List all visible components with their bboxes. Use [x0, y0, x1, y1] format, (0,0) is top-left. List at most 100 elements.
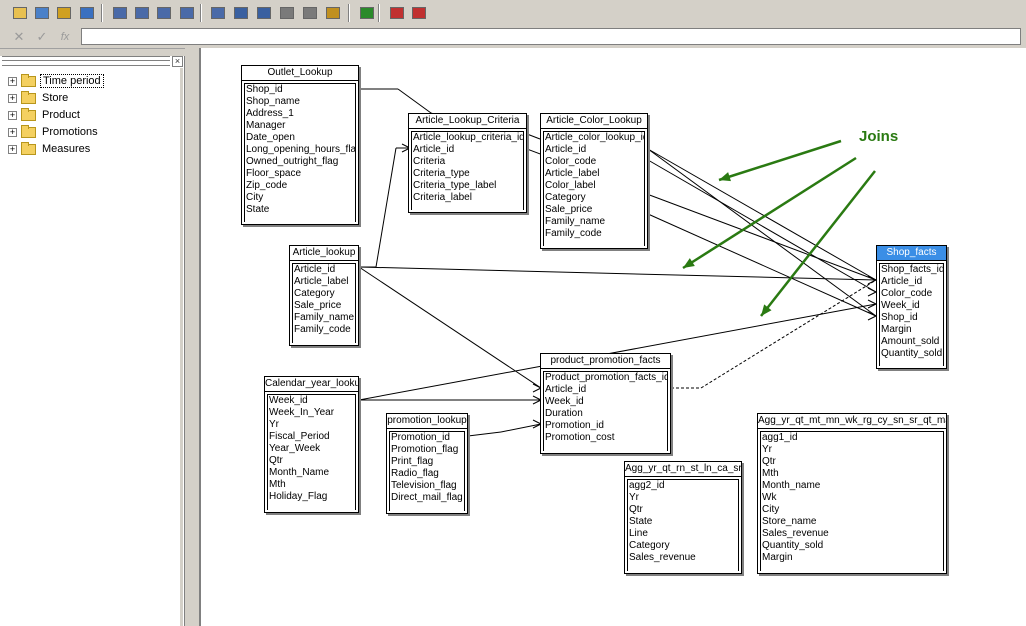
fx-icon[interactable]: fx: [60, 31, 70, 43]
universe-button[interactable]: [387, 3, 407, 23]
table-column[interactable]: Sale_price: [545, 204, 593, 215]
table-title[interactable]: Agg_yr_qt_rn_st_ln_ca_sr: [625, 462, 741, 477]
expand-icon[interactable]: +: [8, 92, 17, 103]
pane-scrollbar[interactable]: [180, 68, 183, 626]
table-column[interactable]: Week_id: [881, 300, 920, 311]
table-column[interactable]: Criteria_type_label: [413, 180, 497, 191]
table-column[interactable]: Qtr: [629, 504, 643, 515]
refresh-button[interactable]: [77, 3, 97, 23]
filter-button[interactable]: [54, 3, 74, 23]
table-column[interactable]: Yr: [762, 444, 772, 455]
table-column[interactable]: Date_open: [246, 132, 295, 143]
close-icon[interactable]: ×: [172, 56, 183, 67]
table-column[interactable]: Article_id: [294, 264, 336, 275]
table-column[interactable]: Fiscal_Period: [269, 431, 330, 442]
table-column[interactable]: Color_code: [545, 156, 597, 167]
table-column[interactable]: Margin: [881, 324, 912, 335]
join-line[interactable]: [358, 303, 877, 401]
table-column[interactable]: Shop_id: [246, 84, 283, 95]
table-column[interactable]: Article_label: [294, 276, 349, 287]
table-column[interactable]: Promotion_id: [545, 420, 604, 431]
table-column[interactable]: Print_flag: [391, 456, 434, 467]
tree-item[interactable]: +Store: [8, 90, 70, 106]
crow-foot[interactable]: [532, 423, 542, 429]
expand-icon[interactable]: +: [8, 109, 17, 120]
table-column[interactable]: Radio_flag: [391, 468, 439, 479]
join-line[interactable]: [467, 431, 502, 437]
table-column[interactable]: Long_opening_hours_flag: [246, 144, 355, 155]
join-line[interactable]: [358, 266, 542, 389]
table-column[interactable]: Month_name: [762, 480, 821, 491]
table-column[interactable]: Holiday_Flag: [269, 491, 328, 502]
table-column[interactable]: City: [762, 504, 780, 515]
table-column[interactable]: Store_name: [762, 516, 817, 527]
table-column[interactable]: Zip_code: [246, 180, 288, 191]
table-column[interactable]: Wk: [762, 492, 777, 503]
join-line[interactable]: [375, 147, 397, 268]
table-column[interactable]: Sales_revenue: [762, 528, 829, 539]
table-column[interactable]: Article_label: [545, 168, 600, 179]
table-column[interactable]: Duration: [545, 408, 583, 419]
table-column[interactable]: Article_color_lookup_id: [545, 132, 644, 143]
table-title[interactable]: Shop_facts: [877, 246, 946, 261]
table-column[interactable]: Week_In_Year: [269, 407, 335, 418]
join-line[interactable]: [647, 148, 877, 281]
table-column[interactable]: Year_Week: [269, 443, 321, 454]
pane-grip[interactable]: [2, 56, 170, 66]
table-column[interactable]: Article_id: [413, 144, 455, 155]
table-column[interactable]: Week_id: [545, 396, 584, 407]
tree-item[interactable]: +Product: [8, 107, 82, 123]
table-column[interactable]: Month_Name: [269, 467, 330, 478]
table-column[interactable]: Television_flag: [391, 480, 457, 491]
table-title[interactable]: Article_Color_Lookup: [541, 114, 647, 129]
table-column[interactable]: agg1_id: [762, 432, 798, 443]
table-column[interactable]: Color_code: [881, 288, 933, 299]
table-column[interactable]: Article_lookup_criteria_id: [413, 132, 523, 143]
table-column[interactable]: Qtr: [269, 455, 283, 466]
table-button[interactable]: [110, 3, 130, 23]
table-column[interactable]: Category: [545, 192, 586, 203]
table-title[interactable]: Outlet_Lookup: [242, 66, 358, 81]
table-column[interactable]: Sale_price: [294, 300, 342, 311]
expand-icon[interactable]: +: [8, 143, 17, 154]
tree-item[interactable]: +Promotions: [8, 124, 100, 140]
crow-foot[interactable]: [532, 419, 542, 425]
table-column[interactable]: State: [629, 516, 653, 527]
join-line[interactable]: [397, 88, 432, 114]
tree-item[interactable]: +Time period: [8, 73, 104, 89]
crow-foot[interactable]: [532, 399, 542, 405]
table-column[interactable]: Amount_sold: [881, 336, 940, 347]
table-column[interactable]: Address_1: [246, 108, 294, 119]
table-column[interactable]: Category: [629, 540, 670, 551]
list-button[interactable]: [300, 3, 320, 23]
table-column[interactable]: Shop_facts_id: [881, 264, 943, 275]
table-title[interactable]: Article_Lookup_Criteria: [409, 114, 526, 129]
table-column[interactable]: Criteria_type: [413, 168, 470, 179]
table-column[interactable]: Manager: [246, 120, 286, 131]
table-column[interactable]: State: [246, 204, 270, 215]
table-column[interactable]: Mth: [762, 468, 779, 479]
join-button[interactable]: [132, 3, 152, 23]
table-column[interactable]: Family_code: [545, 228, 602, 239]
table-title[interactable]: promotion_lookup: [387, 414, 467, 429]
table-column[interactable]: Promotion_flag: [391, 444, 459, 455]
table-column[interactable]: Article_id: [545, 384, 587, 395]
table-column[interactable]: Week_id: [269, 395, 308, 406]
crow-foot[interactable]: [867, 303, 877, 309]
expand-icon[interactable]: +: [8, 126, 17, 137]
table-column[interactable]: Sales_revenue: [629, 552, 696, 563]
table-column[interactable]: Promotion_id: [391, 432, 450, 443]
join-line[interactable]: [647, 159, 877, 293]
crow-foot[interactable]: [532, 383, 542, 389]
table-column[interactable]: Margin: [762, 552, 793, 563]
table-column[interactable]: Criteria: [413, 156, 446, 167]
table-title[interactable]: Agg_yr_qt_mt_mn_wk_rg_cy_sn_sr_qt_ma: [758, 414, 946, 429]
pane-splitter[interactable]: [185, 48, 199, 626]
table-column[interactable]: Family_code: [294, 324, 351, 335]
hierarchy-button[interactable]: [177, 3, 197, 23]
